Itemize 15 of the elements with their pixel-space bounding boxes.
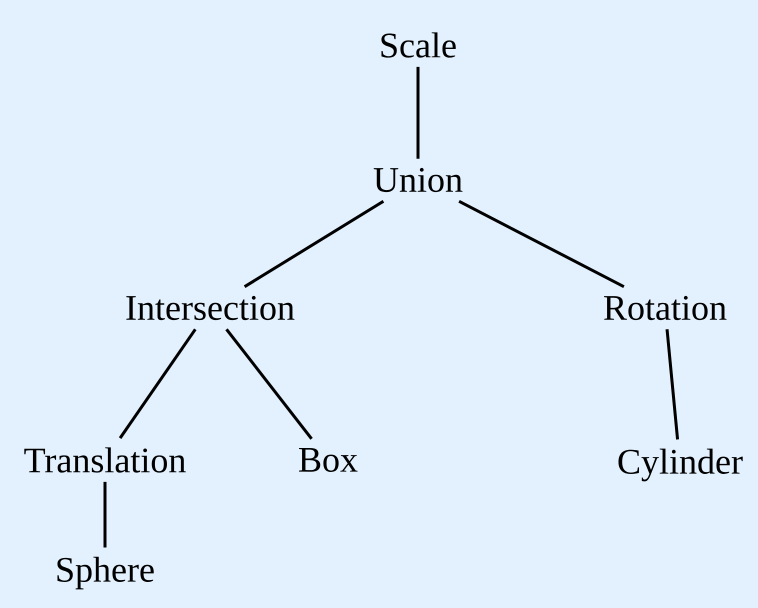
connector-line — [104, 482, 106, 548]
node-label: Translation — [24, 447, 186, 473]
node-label: Cylinder — [618, 448, 743, 482]
connector-line — [225, 328, 313, 440]
node-label: Intersection — [126, 296, 294, 320]
node-label: Union — [374, 168, 462, 192]
connector-line — [416, 66, 420, 159]
node-label: Rotation — [604, 296, 726, 320]
node-label: Sphere — [57, 556, 154, 590]
node-label: Box — [299, 448, 358, 472]
connector-line — [666, 329, 680, 440]
node-label: Scale — [381, 32, 456, 58]
connector-line — [458, 200, 625, 288]
connector-line — [244, 200, 384, 288]
connector-line — [118, 328, 197, 439]
